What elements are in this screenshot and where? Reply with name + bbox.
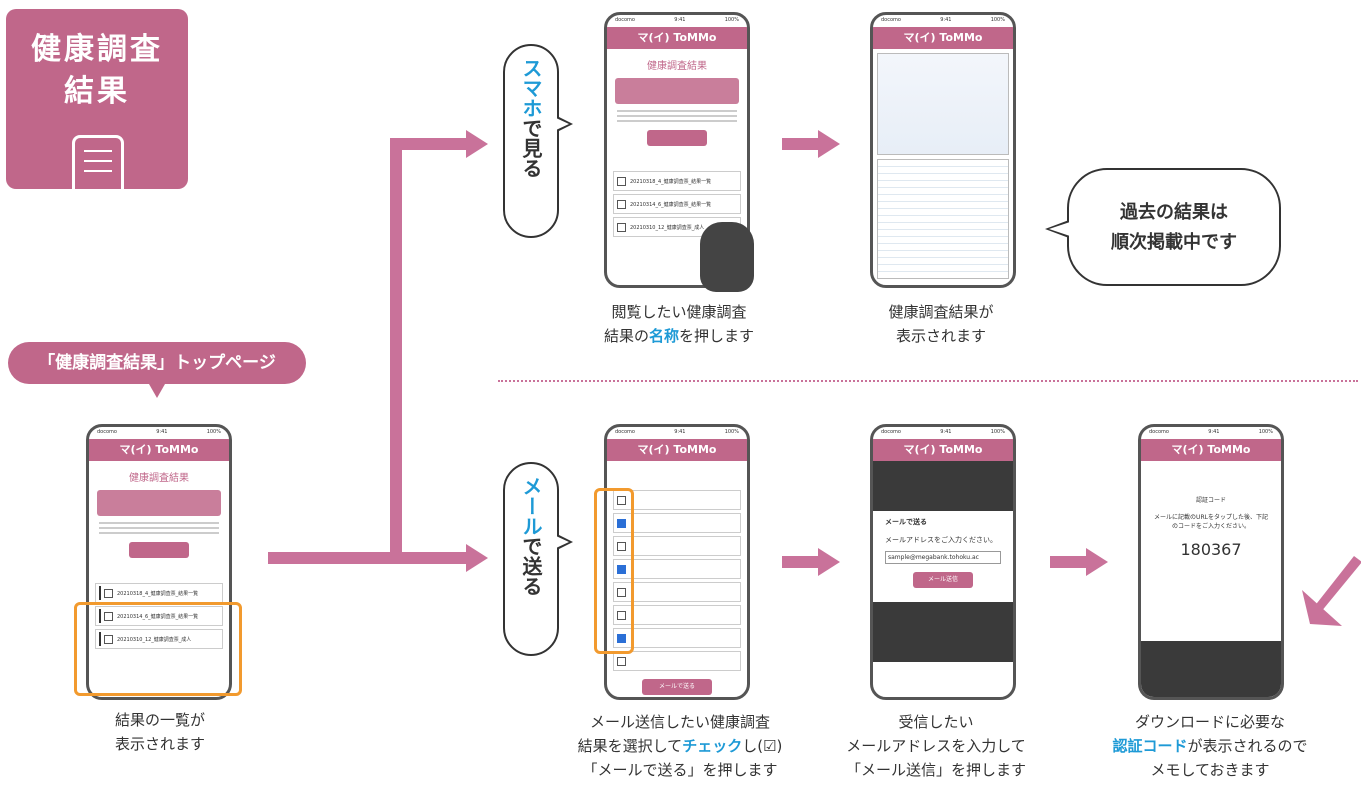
send-by-email-button[interactable]: メールで送る <box>642 679 712 695</box>
mail-prompt: メールアドレスをご入力ください。 <box>885 536 997 544</box>
code-title: 認証コード <box>1195 497 1226 504</box>
connector-vertical <box>390 138 402 564</box>
badge-line1: 健康調査 <box>31 32 163 67</box>
health-survey-results-badge: 健康調査 結果 <box>6 9 188 192</box>
screen-title: 健康調査結果 <box>129 473 189 484</box>
list-item[interactable]: 20210318_4_健康調査票_結果一覧 <box>613 171 741 191</box>
arrow-to-email <box>390 552 468 564</box>
result-table-preview <box>877 159 1009 279</box>
email-field[interactable]: sample@megabank.tohoku.ac <box>885 551 1001 564</box>
list-item[interactable]: 20210314_6_健康調査票_結果一覧 <box>613 194 741 214</box>
list-item[interactable] <box>613 559 741 579</box>
code-instructions: メールに記載のURLをタップした後、下記のコードをご入力ください。 <box>1154 514 1268 530</box>
view-on-smartphone-bubble: スマホ で見る <box>503 44 573 238</box>
list-item[interactable]: 20210314_6_健康調査票_結果一覧 <box>95 606 223 626</box>
list-item[interactable]: 20210318_4_健康調査票_結果一覧 <box>95 583 223 603</box>
arrow-head-email <box>466 544 488 572</box>
list-highlight-box <box>74 602 242 696</box>
download-arrow-icon <box>1302 556 1361 626</box>
tap-hand-icon <box>700 222 754 292</box>
arrow-step <box>1050 556 1088 568</box>
caption-view-result: 健康調査結果が表示されます <box>888 303 994 345</box>
arrow-head <box>1086 548 1108 576</box>
result-document-preview <box>877 53 1009 155</box>
mail-heading: メールで送る <box>885 518 927 526</box>
search-button[interactable] <box>647 130 707 146</box>
list-item[interactable] <box>613 605 741 625</box>
arrow-step <box>782 556 820 568</box>
send-email-button[interactable]: メール送信 <box>913 572 973 588</box>
send-by-email-bubble: メール で送る <box>503 462 573 656</box>
arrow-head-smartphone <box>466 130 488 158</box>
document-icon <box>72 135 124 192</box>
auth-code: 180367 <box>1180 540 1242 559</box>
arrow-step <box>782 138 820 150</box>
list-item[interactable] <box>613 490 741 510</box>
user-card <box>97 490 221 516</box>
arrow-head <box>818 130 840 158</box>
list-item[interactable]: 20210310_12_健康調査票_成人 <box>95 629 223 649</box>
list-item[interactable] <box>613 513 741 533</box>
checkbox-highlight-box <box>594 488 634 654</box>
caption-list: 結果の一覧が表示されます <box>114 711 205 753</box>
top-page-label: 「健康調査結果」トップページ <box>8 342 306 384</box>
caption-code-shown: ダウンロードに必要な 認証コードが表示されるので メモしておきます <box>1112 713 1308 779</box>
list-item[interactable] <box>613 628 741 648</box>
connector-horizontal <box>268 552 398 564</box>
caption-view-select: 閲覧したい健康調査 結果の名称を押します <box>603 303 755 345</box>
list-item[interactable] <box>613 651 741 671</box>
badge-line2: 結果 <box>64 74 130 109</box>
section-divider <box>498 380 1358 382</box>
list-item[interactable] <box>613 582 741 602</box>
caption-mail-input: 受信したいメールアドレスを入力して「メール送信」を押します <box>845 713 1026 779</box>
list-item[interactable] <box>613 536 741 556</box>
caption-mail-select: メール送信したい健康調査 結果を選択してチェックし(☑) 「メールで送る」を押し… <box>577 713 783 779</box>
past-results-speech-bubble: 過去の結果は順次掲載中です <box>1045 168 1281 286</box>
arrow-to-smartphone <box>390 138 468 150</box>
app-header: マ(イ) ToMMo <box>89 439 229 461</box>
arrow-head <box>818 548 840 576</box>
label-pointer <box>149 384 165 398</box>
search-button[interactable] <box>129 542 189 558</box>
